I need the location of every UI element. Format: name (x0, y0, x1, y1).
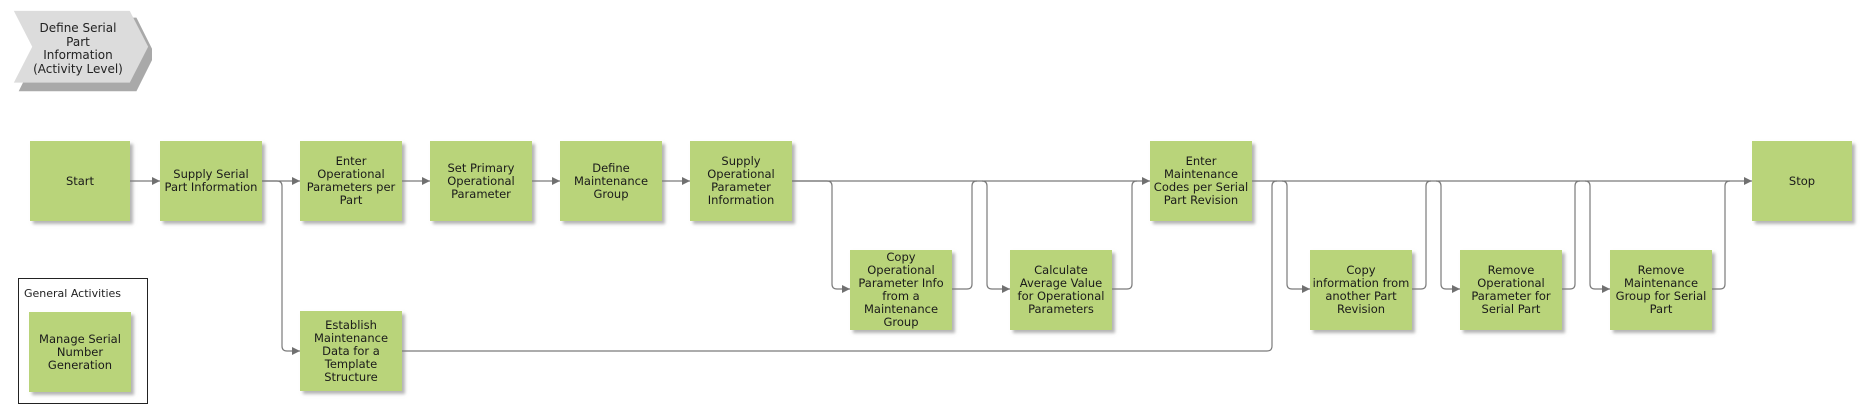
activity-remove-operational-parameter[interactable]: Remove Operational Parameter for Serial … (1460, 250, 1562, 330)
process-title-chevron: Define Serial Part Information (Activity… (12, 10, 152, 92)
activity-supply-operational-parameter-info[interactable]: Supply Operational Parameter Information (690, 141, 792, 221)
activity-manage-serial-number-generation[interactable]: Manage Serial Number Generation (29, 312, 131, 392)
flow-template-return (402, 180, 1278, 352)
activity-label: Supply Serial Part Information (164, 167, 258, 194)
flow-calc-return (1112, 180, 1138, 290)
flow-branch-calc (981, 180, 1010, 293)
chevron-shape (13, 10, 152, 92)
activity-label: Remove Maintenance Group for Serial Part (1615, 263, 1707, 316)
flow-removegroup-return (1712, 180, 1731, 290)
activity-label: Remove Operational Parameter for Serial … (1471, 263, 1551, 316)
activity-set-primary-parameter[interactable]: Set Primary Operational Parameter (430, 141, 532, 221)
activity-label: Enter Operational Parameters per Part (306, 154, 396, 207)
flow-copyrev-return (1412, 180, 1432, 290)
activity-remove-maintenance-group[interactable]: Remove Maintenance Group for Serial Part (1610, 250, 1712, 330)
activity-enter-operational-parameters[interactable]: Enter Operational Parameters per Part (300, 141, 402, 221)
activity-stop[interactable]: Stop (1752, 141, 1852, 221)
activity-label: Copy information from another Part Revis… (1312, 263, 1410, 316)
legend-title: General Activities (24, 287, 122, 300)
activity-establish-template-data[interactable]: Establish Maintenance Data for a Templat… (300, 311, 402, 391)
flow-branch-copyrev (1281, 180, 1310, 293)
activity-label: Establish Maintenance Data for a Templat… (313, 317, 389, 384)
activity-copy-operational-parameter-info[interactable]: Copy Operational Parameter Info from a M… (850, 250, 952, 330)
flow-branch-removegroup (1584, 180, 1610, 293)
activity-label: Copy Operational Parameter Info from a M… (858, 250, 944, 329)
activity-label: Supply Operational Parameter Information (707, 154, 775, 207)
activity-define-maintenance-group[interactable]: Define Maintenance Group (560, 141, 662, 221)
activity-enter-maintenance-codes[interactable]: Enter Maintenance Codes per Serial Part … (1150, 141, 1252, 221)
process-title: Define Serial Part Information (Activity… (33, 21, 123, 76)
activity-label: Manage Serial Number Generation (39, 331, 121, 372)
activity-start[interactable]: Start (30, 141, 130, 221)
flow-copyop-return (952, 180, 978, 290)
general-activities-legend: General Activities Manage Serial Number … (18, 278, 148, 404)
activity-label: Enter Maintenance Codes per Serial Part … (1153, 154, 1249, 207)
activity-label: Set Primary Operational Parameter (447, 160, 515, 201)
flow-branch-removeop (1435, 180, 1460, 293)
flow-branch-template (262, 180, 300, 355)
activity-supply-serial-part-info[interactable]: Supply Serial Part Information (160, 141, 262, 221)
flow-removeop-return (1562, 180, 1581, 290)
activity-calculate-average-value[interactable]: Calculate Average Value for Operational … (1010, 250, 1112, 330)
activity-label: Start (65, 173, 95, 188)
activity-copy-from-part-revision[interactable]: Copy information from another Part Revis… (1310, 250, 1412, 330)
activity-label: Define Maintenance Group (573, 160, 649, 201)
activity-label: Calculate Average Value for Operational … (1017, 263, 1105, 316)
activity-label: Stop (1788, 173, 1816, 188)
flow-branch-copyop (792, 180, 850, 293)
